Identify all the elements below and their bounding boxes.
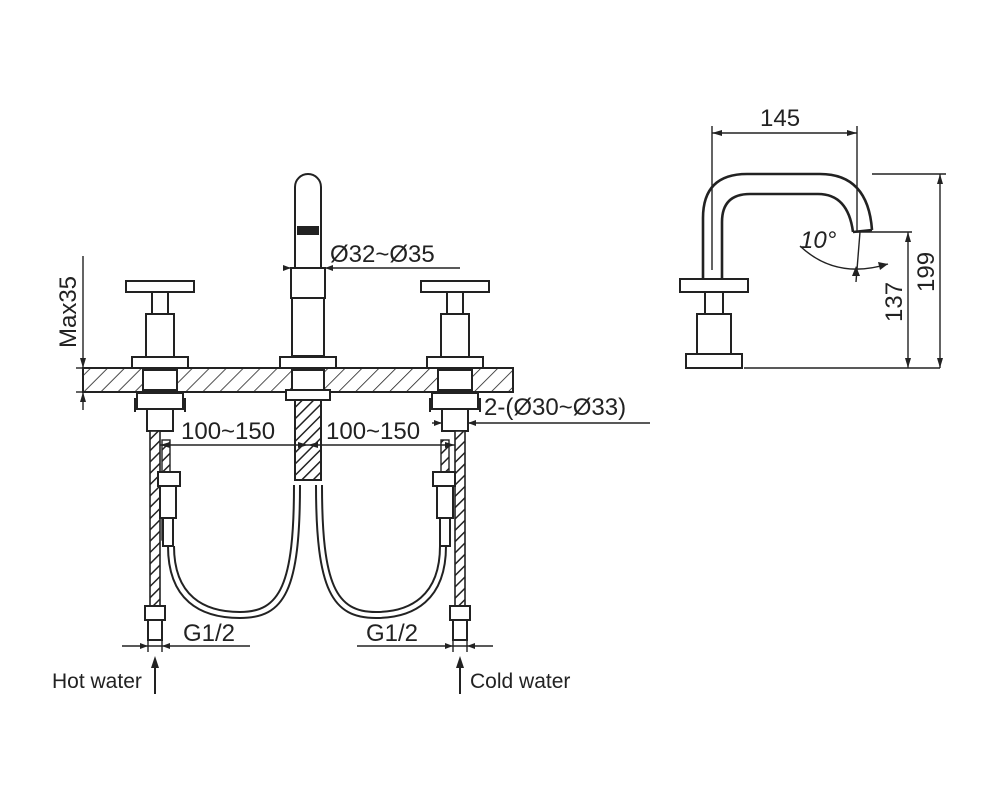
hot-water-inlet: Hot water [52,656,159,694]
angle-dimension: 10° [799,227,889,283]
side-view: 145 199 137 10° [679,105,946,369]
center-shank [285,369,331,481]
total-height-dimension: 199 [872,173,946,368]
side-stem [704,291,724,315]
deck-thickness-label: Max35 [55,276,82,348]
left-shank [134,369,186,432]
thread-left-label: G1/2 [183,620,235,647]
spout-height-dimension: 137 [881,232,911,368]
side-spout-outer [701,172,874,279]
reach-dimension: 145 [711,105,858,270]
total-height-label: 199 [913,252,940,292]
front-view: Max35 Ø32~Ø [52,173,650,694]
side-handle [679,278,749,293]
right-hose [315,430,471,641]
handle-hole-dimension: 2-(Ø30~Ø33) [432,394,650,426]
spacing-right-label: 100~150 [326,418,420,445]
deck-thickness-dimension: Max35 [55,256,86,410]
spout-height-label: 137 [881,282,908,322]
side-base [685,353,743,369]
hole-spacing-dimension: 100~150 100~150 [160,418,455,448]
thread-dimension-left: G1/2 [122,620,250,652]
left-handle [125,280,195,369]
spacing-left-label: 100~150 [181,418,275,445]
handle-hole-label: 2-(Ø30~Ø33) [484,394,626,421]
right-handle [420,280,490,369]
left-hose [144,430,301,641]
spout-diameter-dimension: Ø32~Ø35 [283,241,460,271]
spout-diameter-label: Ø32~Ø35 [330,241,435,268]
spout [279,173,337,369]
thread-dimension-right: G1/2 [357,620,493,652]
cold-water-inlet: Cold water [456,656,570,694]
angle-label: 10° [800,227,837,254]
reach-label: 145 [760,105,800,132]
right-shank [429,369,481,432]
hot-water-label: Hot water [52,670,142,693]
side-spout-inner [720,192,855,279]
cold-water-label: Cold water [470,670,570,693]
side-body [696,313,732,355]
thread-right-label: G1/2 [366,620,418,647]
